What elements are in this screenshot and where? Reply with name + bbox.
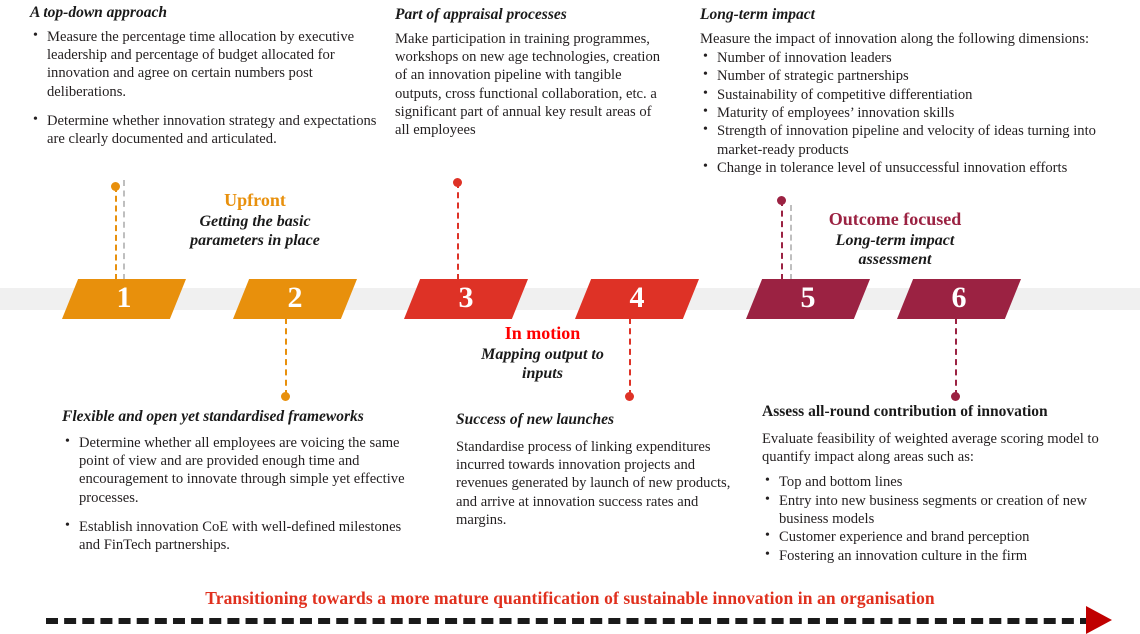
card-bottom-step4-paragraph: Standardise process of linking expenditu… <box>456 438 731 529</box>
connector-step1 <box>115 186 117 280</box>
timeline-step-3-number: 3 <box>458 281 474 314</box>
timeline-step-4[interactable]: 4 <box>575 279 699 319</box>
connector-step5 <box>781 200 783 280</box>
list-item: Measure the percentage time allocation b… <box>30 27 380 102</box>
card-bottom-step4: Success of new launches Standardise proc… <box>456 411 732 529</box>
card-bottom-step6-bullets: Top and bottom lines Entry into new busi… <box>762 472 1112 565</box>
card-top-step5: Long-term impact Measure the impact of i… <box>700 6 1132 178</box>
timeline-step-5-number: 5 <box>800 281 816 314</box>
connector-dot-step6 <box>951 392 960 401</box>
timeline-step-6[interactable]: 6 <box>897 279 1021 319</box>
list-item: Change in tolerance level of unsuccessfu… <box>700 158 1132 177</box>
card-top-step3-heading: Part of appraisal processes <box>395 6 567 23</box>
card-top-step3: Part of appraisal processes Make partici… <box>395 6 667 140</box>
timeline-step-6-number: 6 <box>951 281 967 314</box>
list-item: Entry into new business segments or crea… <box>762 491 1112 529</box>
timeline-step-3[interactable]: 3 <box>404 279 528 319</box>
card-top-step3-paragraph: Make participation in training programme… <box>395 30 661 139</box>
connector-step1-gray <box>123 180 125 280</box>
list-item: Determine whether all employees are voic… <box>62 433 422 508</box>
card-top-step5-paragraph: Measure the impact of innovation along t… <box>700 30 1090 47</box>
list-item: Establish innovation CoE with well-defin… <box>62 517 422 555</box>
phase-caption-outcome: Outcome focused Long-term impact assessm… <box>775 209 1015 269</box>
card-bottom-step2: Flexible and open yet standardised frame… <box>62 408 422 566</box>
connector-step2 <box>285 318 287 396</box>
connector-step4 <box>629 318 631 396</box>
timeline-step-5[interactable]: 5 <box>746 279 870 319</box>
timeline-step-1-number: 1 <box>116 281 132 314</box>
card-bottom-step6: Assess all-round contribution of innovat… <box>762 403 1112 565</box>
connector-step6 <box>955 318 957 396</box>
connector-dot-step1 <box>111 182 120 191</box>
connector-step5-gray <box>790 205 792 280</box>
list-item: Sustainability of competitive differenti… <box>700 85 1132 104</box>
list-item: Maturity of employees’ innovation skills <box>700 103 1132 122</box>
card-top-step1-bullets: Measure the percentage time allocation b… <box>30 27 380 149</box>
connector-dot-step2 <box>281 392 290 401</box>
card-top-step5-bullets: Number of innovation leaders Number of s… <box>700 48 1132 178</box>
phase-caption-inmotion: In motion Mapping output to inputs <box>435 323 650 383</box>
list-item: Strength of innovation pipeline and velo… <box>700 121 1132 159</box>
phase-caption-outcome-title: Outcome focused <box>828 209 962 229</box>
card-bottom-step4-heading: Success of new launches <box>456 411 615 428</box>
timeline-step-2[interactable]: 2 <box>233 279 357 319</box>
phase-caption-upfront: Upfront Getting the basic parameters in … <box>130 190 380 250</box>
phase-caption-outcome-subtitle: Long-term impact assessment <box>835 231 955 268</box>
list-item: Number of strategic partnerships <box>700 66 1132 85</box>
list-item: Fostering an innovation culture in the f… <box>762 546 1112 565</box>
list-item: Number of innovation leaders <box>700 48 1132 67</box>
timeline-step-1[interactable]: 1 <box>62 279 186 319</box>
timeline-step-2-number: 2 <box>287 281 303 314</box>
list-item: Determine whether innovation strategy an… <box>30 111 380 149</box>
card-top-step1-heading: A top-down approach <box>30 4 167 21</box>
progress-arrow-line <box>46 618 1092 624</box>
list-item: Top and bottom lines <box>762 472 1112 491</box>
bottom-banner: Transitioning towards a more mature quan… <box>0 588 1140 634</box>
list-item: Customer experience and brand perception <box>762 527 1112 546</box>
card-top-step5-heading: Long-term impact <box>700 6 815 23</box>
timeline-step-4-number: 4 <box>629 281 645 314</box>
card-bottom-step2-bullets: Determine whether all employees are voic… <box>62 433 422 555</box>
card-bottom-step6-heading: Assess all-round contribution of innovat… <box>762 403 1048 420</box>
card-top-step1: A top-down approach Measure the percenta… <box>30 4 380 160</box>
phase-caption-inmotion-subtitle: Mapping output to inputs <box>481 345 604 382</box>
connector-dot-step4 <box>625 392 634 401</box>
card-bottom-step6-paragraph: Evaluate feasibility of weighted average… <box>762 430 1099 465</box>
phase-caption-inmotion-title: In motion <box>504 323 581 343</box>
connector-dot-step3 <box>453 178 462 187</box>
phase-caption-upfront-title: Upfront <box>224 190 286 210</box>
phase-caption-upfront-subtitle: Getting the basic parameters in place <box>190 212 320 249</box>
card-bottom-step2-heading: Flexible and open yet standardised frame… <box>62 408 364 425</box>
progress-arrow-head-icon <box>1086 606 1112 634</box>
connector-dot-step5 <box>777 196 786 205</box>
bottom-banner-text: Transitioning towards a more mature quan… <box>205 588 935 608</box>
connector-step3 <box>457 182 459 280</box>
